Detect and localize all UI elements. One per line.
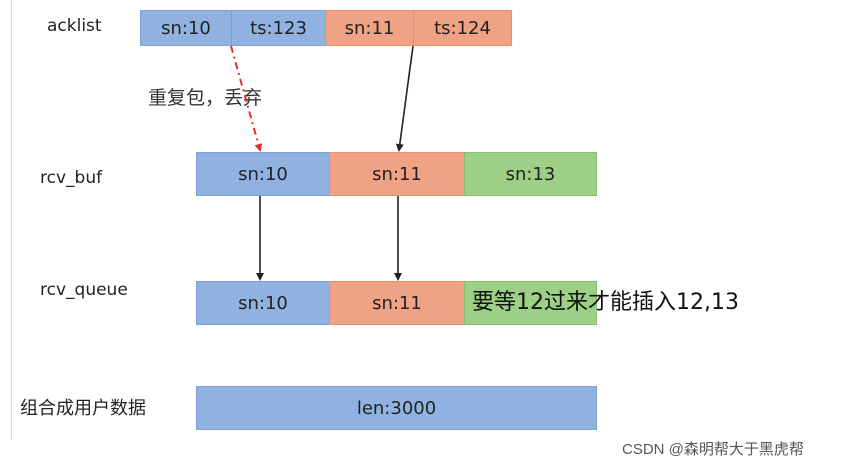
ack-sn11-to-buf-arrow bbox=[395, 45, 414, 152]
acklist-cell-sn10: sn:10 bbox=[140, 10, 232, 46]
waiting-note: 要等12过来才能插入12,13 bbox=[472, 290, 739, 315]
left-divider bbox=[11, 0, 12, 440]
duplicate-discard-arrow bbox=[230, 45, 263, 152]
rcv-queue-label: rcv_queue bbox=[40, 280, 128, 300]
acklist-cell-ts123: ts:123 bbox=[231, 10, 326, 46]
rcv-queue-empty-slot bbox=[464, 281, 597, 325]
rcv-queue-cell-sn10: sn:10 bbox=[196, 281, 330, 325]
waiting-note-clip: 要等12过来才能插入12,13 bbox=[470, 288, 792, 320]
user-data-cell-len: len:3000 bbox=[196, 386, 597, 430]
rcv-buf-label: rcv_buf bbox=[40, 168, 103, 188]
duplicate-discard-label: 重复包，丢弃 bbox=[148, 87, 263, 109]
rcv-queue-cell-sn11: sn:11 bbox=[329, 281, 465, 325]
acklist-cell-ts124: ts:124 bbox=[413, 10, 512, 46]
acklist-label: acklist bbox=[47, 16, 102, 36]
user-data-label: 组合成用户数据 bbox=[20, 398, 146, 419]
csdn-watermark: CSDN @森明帮大于黑虎帮 bbox=[622, 441, 804, 458]
rcv-buf-cell-sn13: sn:13 bbox=[464, 152, 597, 196]
rcv-buf-cell-sn10: sn:10 bbox=[196, 152, 330, 196]
